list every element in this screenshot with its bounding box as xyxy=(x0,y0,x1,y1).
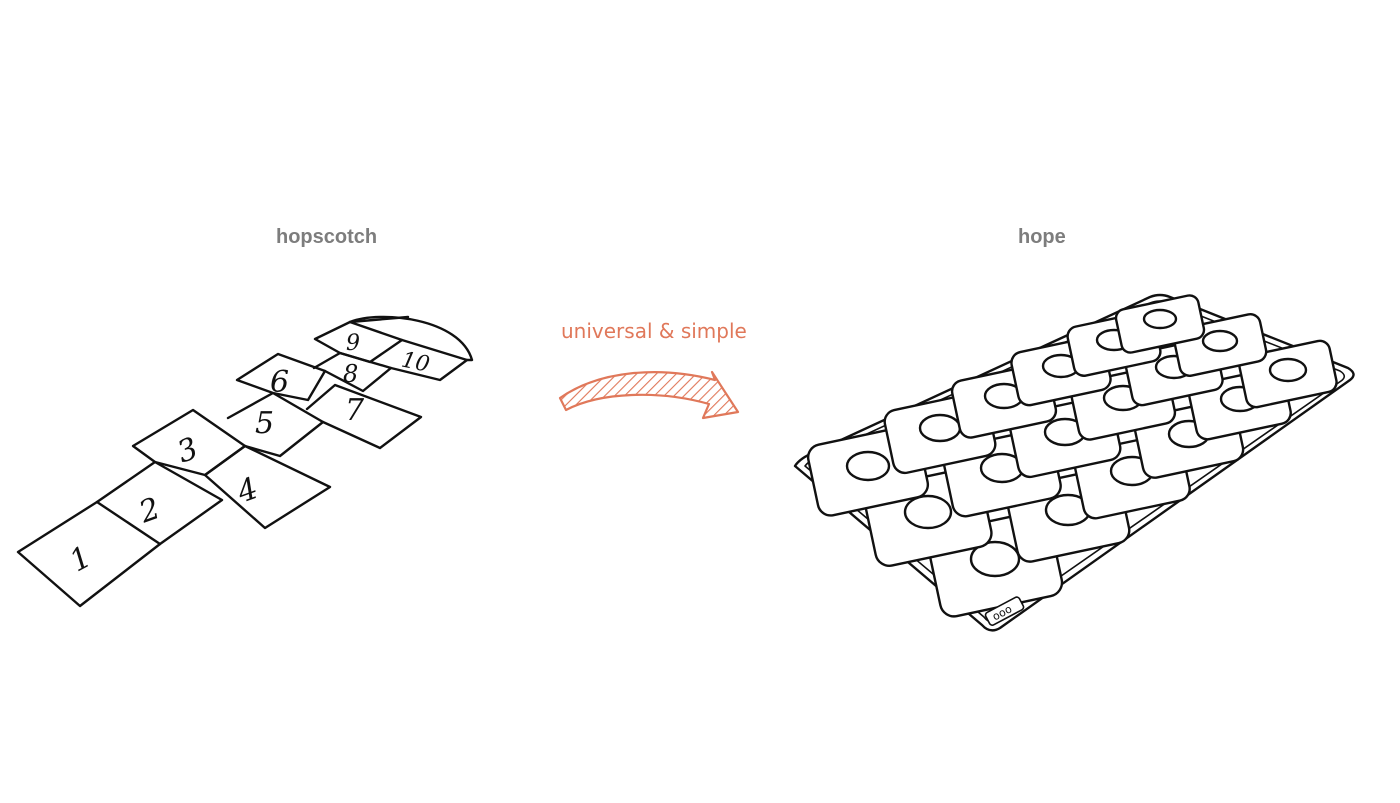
hopscotch-number-5: 5 xyxy=(255,406,274,441)
hopscotch-number-10: 10 xyxy=(399,348,432,378)
hope-title: hope xyxy=(1018,226,1066,248)
hopscotch-number-9: 9 xyxy=(346,331,360,356)
hopscotch-number-6: 6 xyxy=(270,365,289,400)
hopscotch-title: hopscotch xyxy=(276,226,378,248)
hopscotch-number-8: 8 xyxy=(343,360,358,388)
arrow-caption: universal & simple xyxy=(561,319,747,343)
hopscotch-number-7: 7 xyxy=(345,393,365,428)
